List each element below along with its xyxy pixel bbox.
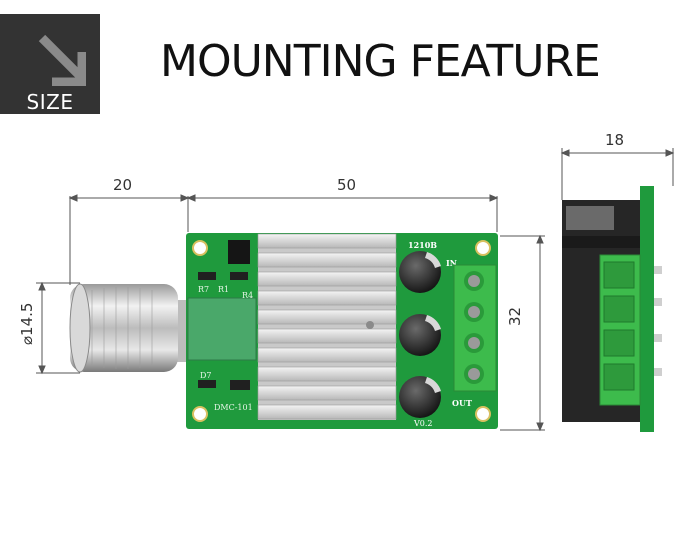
page-title: MOUNTING FEATURE: [160, 36, 601, 87]
dim-line-board-width: [500, 234, 545, 432]
potentiometer-knob: [69, 283, 195, 373]
dim-line-side-depth: [560, 148, 675, 200]
label-model: 1210B: [408, 240, 437, 250]
dim-line-board-length: [186, 194, 499, 232]
dim-label-board-width: 32: [506, 306, 524, 326]
terminal-block: [453, 264, 497, 392]
label-r4: R4: [242, 291, 253, 300]
label-r1: R1: [218, 285, 229, 294]
dim-label-knob-diameter: ⌀14.5: [18, 302, 36, 345]
dim-line-knob-length: [68, 194, 190, 285]
side-view: [562, 186, 662, 432]
dim-label-knob-length: 20: [113, 176, 133, 194]
heatsink: [257, 233, 397, 420]
label-d7: D7: [200, 371, 212, 380]
size-badge: SIZE: [0, 14, 100, 114]
label-r7: R7: [198, 285, 209, 294]
label-in: IN: [446, 258, 457, 268]
dim-line-knob-diameter: [36, 281, 80, 375]
dim-label-board-length: 50: [337, 176, 357, 194]
dim-label-side-depth: 18: [605, 131, 625, 149]
label-part: DMC-101: [214, 403, 253, 412]
arrow-down-right-icon: [38, 34, 86, 86]
capacitors: [399, 251, 441, 418]
badge-label: SIZE: [26, 90, 74, 114]
label-version: V0.2: [413, 419, 433, 428]
label-out: OUT: [452, 398, 472, 408]
product-photo: R7 R1 R4 D7 DMC-101 1210B IN OUT V0.2: [36, 148, 675, 432]
